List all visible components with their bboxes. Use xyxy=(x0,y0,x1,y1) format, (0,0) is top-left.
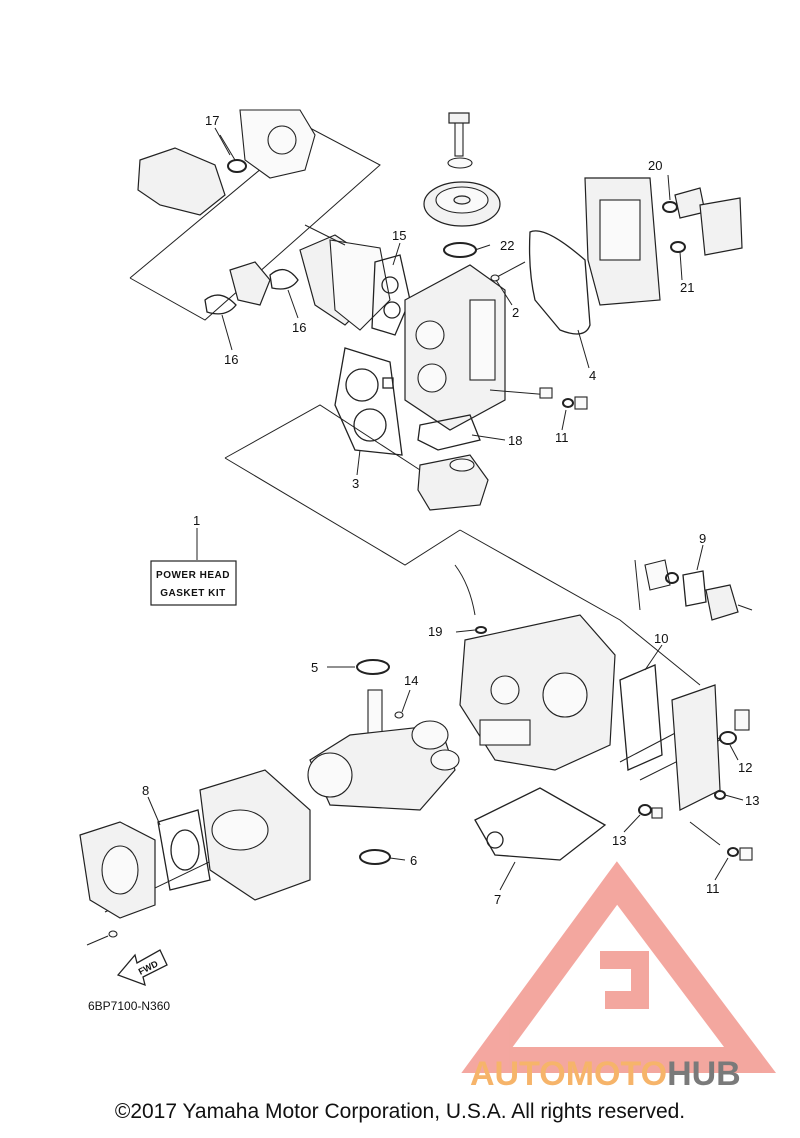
callout-11a: 11 xyxy=(555,430,569,445)
cylinder-head xyxy=(404,264,553,431)
part-9-water-cover xyxy=(644,559,753,621)
watermark-text: AUTOMOTOHUB xyxy=(470,1055,741,1093)
copyright-notice: ©2017 Yamaha Motor Corporation, U.S.A. A… xyxy=(114,1100,686,1123)
part-14-key xyxy=(394,711,404,719)
part-10-gasket xyxy=(619,664,663,771)
crankcase xyxy=(199,769,311,901)
kit-label-line1: POWER HEAD xyxy=(156,570,230,581)
callout-5: 5 xyxy=(311,660,318,675)
diagram-part-number: 6BP7100-N360 xyxy=(88,999,170,1013)
callout-2: 2 xyxy=(512,305,519,320)
watermark-part2: HUB xyxy=(667,1055,741,1093)
end-cover xyxy=(79,821,156,946)
callout-8: 8 xyxy=(142,783,149,798)
part-8-gasket xyxy=(157,809,211,891)
callout-3: 3 xyxy=(352,476,359,491)
callout-17: 17 xyxy=(205,113,219,128)
callout-13b: 13 xyxy=(612,833,626,848)
callout-20: 20 xyxy=(648,158,662,173)
part-6-oil-seal xyxy=(359,849,391,865)
watermark-logo xyxy=(461,861,777,1073)
callout-6: 6 xyxy=(410,853,417,868)
leader-lines xyxy=(147,127,744,891)
fwd-arrow-icon xyxy=(116,949,168,987)
part-7-crankcase-gasket xyxy=(474,787,607,861)
part-20-21-thermostat xyxy=(662,187,743,256)
part-16-intake-manifold xyxy=(204,224,391,331)
part-18-gasket xyxy=(417,414,481,451)
cam-pulley xyxy=(423,112,501,227)
part-2-bolt xyxy=(490,261,526,282)
callout-10: 10 xyxy=(654,631,668,646)
side-cover xyxy=(638,684,753,861)
callout-16a: 16 xyxy=(292,320,306,335)
callout-15: 15 xyxy=(392,228,406,243)
part-22-oil-seal xyxy=(443,242,477,258)
callout-16b: 16 xyxy=(224,352,238,367)
guide-tube xyxy=(454,564,487,634)
callout-1: 1 xyxy=(193,513,200,528)
callout-18: 18 xyxy=(508,433,522,448)
callout-11b: 11 xyxy=(706,881,720,896)
callout-22: 22 xyxy=(500,238,514,253)
part-3-head-gasket xyxy=(334,347,403,456)
callout-19: 19 xyxy=(428,624,442,639)
part-11-upper-plug xyxy=(562,396,588,410)
exhaust-cover xyxy=(584,177,661,306)
oil-pump xyxy=(417,454,489,511)
callout-numbers: 17 15 22 2 20 21 4 16 16 3 18 11 1 9 19 … xyxy=(142,113,759,907)
part-5-oil-seal xyxy=(356,659,390,675)
part-4-cover-gasket xyxy=(528,230,591,335)
cylinder-block xyxy=(459,614,616,771)
callout-13a: 13 xyxy=(745,793,759,808)
kit-label-box xyxy=(150,560,237,606)
callout-4: 4 xyxy=(589,368,596,383)
crankshaft xyxy=(307,689,460,811)
callout-9: 9 xyxy=(699,531,706,546)
callout-12: 12 xyxy=(738,760,752,775)
callout-7: 7 xyxy=(494,892,501,907)
part-17-throttle-body xyxy=(137,109,316,216)
kit-label-line2: GASKET KIT xyxy=(160,588,226,599)
watermark-part1: AUTOMOTO xyxy=(470,1055,667,1093)
callout-14: 14 xyxy=(404,673,418,688)
callout-21: 21 xyxy=(680,280,694,295)
